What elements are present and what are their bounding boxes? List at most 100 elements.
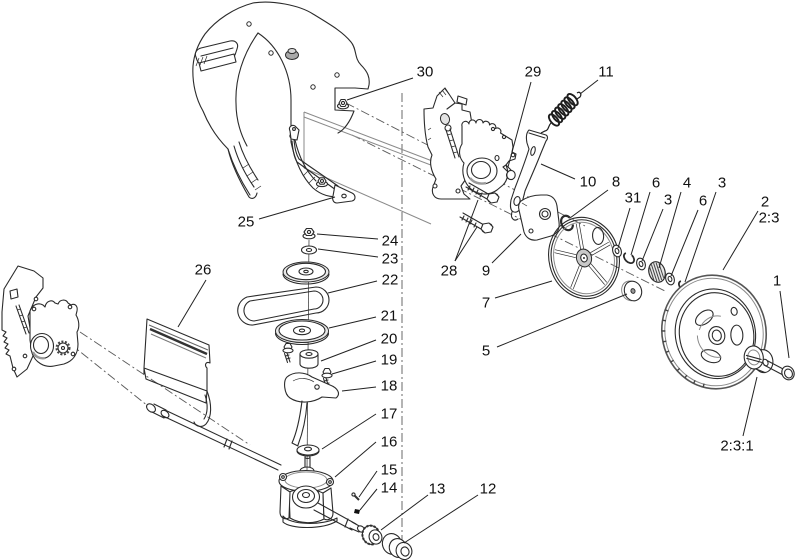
leader-line-9 xyxy=(491,233,522,264)
callout-label-1-13: 1 xyxy=(773,273,781,290)
spacer-20 xyxy=(299,349,319,369)
callout-label-6-10: 6 xyxy=(699,193,707,210)
callout-label-28-28: 28 xyxy=(441,263,458,280)
flange-nut-30 xyxy=(336,98,350,110)
callout-label-20-19: 20 xyxy=(381,331,398,348)
leader-line-21 xyxy=(328,316,377,329)
housing-knob xyxy=(285,48,299,60)
leader-line-30 xyxy=(346,77,414,101)
lower-pulley-21 xyxy=(274,319,330,346)
leader-line-23 xyxy=(317,248,379,258)
screw-29 xyxy=(502,164,516,181)
leader-line-3 xyxy=(641,208,664,262)
washer-17 xyxy=(296,444,320,457)
bolt-19a xyxy=(321,367,333,390)
callout-label-19-20: 19 xyxy=(381,352,398,369)
callout-label-17-22: 17 xyxy=(381,406,398,423)
leader-line-14 xyxy=(359,488,378,511)
mower-housing xyxy=(192,1,370,199)
callout-label-10-3: 10 xyxy=(580,174,597,191)
belt-guard-bracket-18 xyxy=(284,372,339,447)
e-ring-8 xyxy=(559,214,575,232)
callout-label-12-27: 12 xyxy=(480,481,497,498)
callout-label-15-24: 15 xyxy=(381,462,398,479)
rod-flange-nut xyxy=(315,177,329,188)
callout-label-22-17: 22 xyxy=(382,272,399,289)
spring-11 xyxy=(540,91,582,134)
leader-line-28 xyxy=(454,199,479,262)
washer-31 xyxy=(612,244,622,258)
leader-line-7 xyxy=(494,280,553,299)
leader-line-13 xyxy=(380,494,429,531)
axle-bolt-1 xyxy=(762,358,795,381)
leader-line-12 xyxy=(403,494,479,544)
leader-line-18 xyxy=(341,386,377,392)
callout-label-14-25: 14 xyxy=(381,480,398,497)
housing-handle xyxy=(194,40,239,72)
callout-label-5-31: 5 xyxy=(482,343,490,360)
axle-shaft xyxy=(146,403,282,471)
left-adjuster-plate xyxy=(1,265,44,378)
leader-line-15 xyxy=(358,470,378,498)
callout-label-29-1: 29 xyxy=(525,64,542,81)
carriage-bolts-28 xyxy=(459,182,500,234)
wheel-spokes xyxy=(695,306,744,364)
leader-line-22 xyxy=(327,280,378,294)
e-clip-6a xyxy=(623,252,635,264)
callout-label-18-21: 18 xyxy=(381,378,398,395)
axle-hardware-row xyxy=(612,244,690,292)
gear-sector-plate xyxy=(459,118,517,195)
callout-label-2:3-12: 2:3 xyxy=(759,210,780,227)
leader-line-4 xyxy=(658,191,682,269)
callout-label-21-18: 21 xyxy=(381,308,398,325)
tire-tread xyxy=(661,309,705,388)
housing-screw-bosses xyxy=(246,21,340,139)
leader-line-19 xyxy=(331,360,377,375)
callout-label-6-5: 6 xyxy=(652,175,660,192)
callout-label-16-23: 16 xyxy=(381,434,398,451)
callout-label-9-29: 9 xyxy=(482,263,490,280)
callout-label-26-32: 26 xyxy=(195,262,212,279)
callout-label-3-9: 3 xyxy=(664,192,672,209)
callout-label-23-16: 23 xyxy=(382,251,399,268)
leader-line-11 xyxy=(579,79,599,95)
square-key-14 xyxy=(354,509,360,514)
leader-line-29 xyxy=(507,81,532,168)
brake-rod-25 xyxy=(288,124,356,204)
callout-label-24-15: 24 xyxy=(382,233,399,250)
callout-label-30-0: 30 xyxy=(417,64,434,81)
callout-label-31-8: 31 xyxy=(625,190,642,207)
pinion-gear-4 xyxy=(648,261,666,283)
bracket-9 xyxy=(518,194,560,241)
leader-line-1 xyxy=(779,290,790,359)
washer-5 xyxy=(621,280,643,302)
bolt-19b xyxy=(282,342,294,364)
leader-line-10 xyxy=(540,163,576,180)
leader-line-5 xyxy=(496,293,628,348)
pulley-stack xyxy=(237,227,339,471)
leader-line-6 xyxy=(630,191,651,256)
callout-label-8-4: 8 xyxy=(612,174,620,191)
leader-line-2:3:1 xyxy=(742,376,758,437)
callout-label-4-6: 4 xyxy=(683,175,691,192)
callout-label-25-14: 25 xyxy=(238,214,255,231)
upper-pulley xyxy=(282,261,330,285)
height-adjuster-plate xyxy=(423,87,473,200)
transmission-16 xyxy=(278,454,366,533)
washer-3b xyxy=(636,257,646,271)
flange-nut-24 xyxy=(302,227,316,240)
callout-label-2:3:1-33: 2:3:1 xyxy=(720,438,753,455)
leader-line-16 xyxy=(334,441,377,478)
leader-line-28 xyxy=(454,226,478,262)
leader-line-3 xyxy=(684,191,717,283)
callout-label-11-2: 11 xyxy=(598,64,614,81)
leader-line-24 xyxy=(316,233,379,240)
centerlines xyxy=(67,93,668,552)
leader-line-20 xyxy=(320,339,377,362)
leader-line-6 xyxy=(670,209,699,277)
bushing-12 xyxy=(381,533,413,560)
deflector-panel-26 xyxy=(143,318,212,427)
